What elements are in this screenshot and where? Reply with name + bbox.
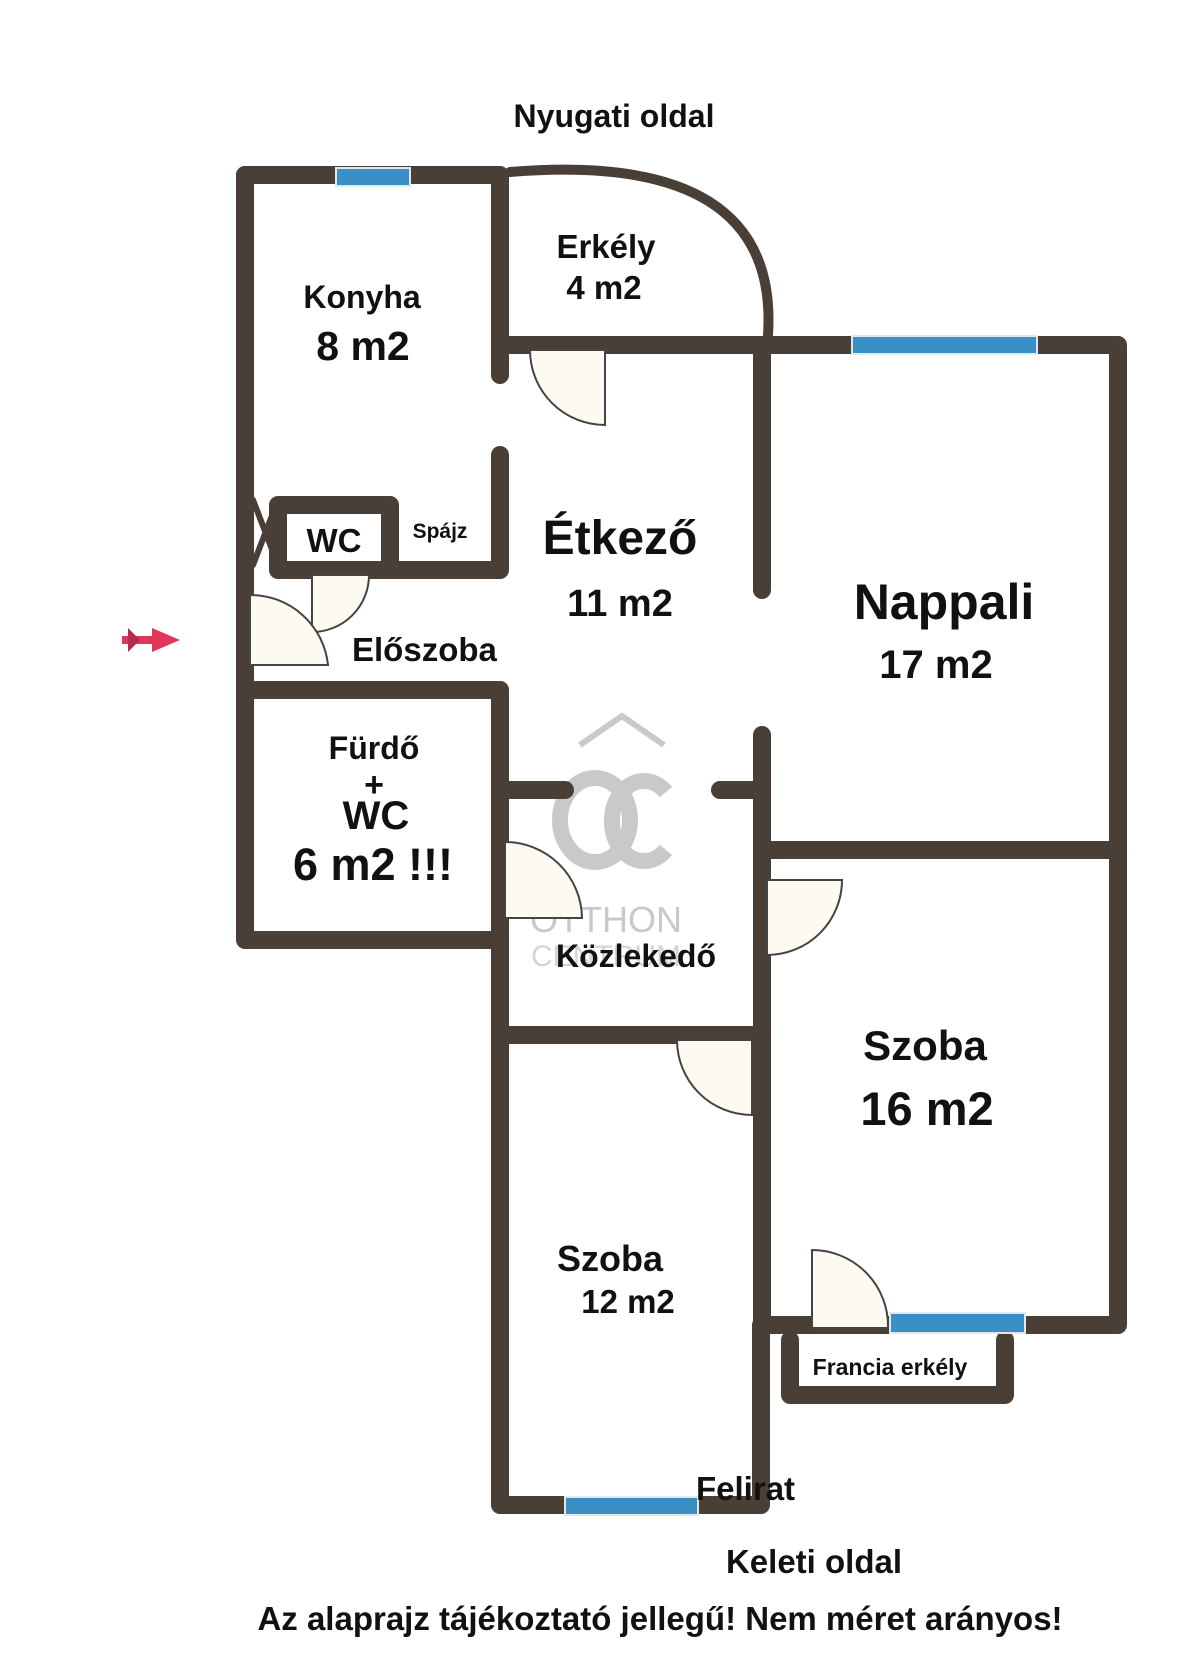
watermark-logo <box>552 712 673 870</box>
room-furdo-area: 6 m2 !!! <box>292 839 454 890</box>
room-nappali-name: Nappali <box>853 574 1035 630</box>
disclaimer-text: Az alaprajz tájékoztató jellegű! Nem mér… <box>257 1600 1063 1637</box>
room-eloszoba-name: Előszoba <box>352 631 497 668</box>
room-wc-name: WC <box>306 522 362 559</box>
window-konyha <box>335 167 411 187</box>
label-keleti-oldal: Keleti oldal <box>725 1543 903 1580</box>
room-spajz-name: Spájz <box>412 520 468 543</box>
room-konyha-area: 8 m2 <box>316 323 410 369</box>
room-furdo-plus: + <box>364 766 384 804</box>
room-kozlekedo-name: Közlekedő <box>555 938 717 974</box>
door-erkely <box>528 349 606 427</box>
room-szoba-nagy-area: 16 m2 <box>860 1082 994 1135</box>
label-nyugati-oldal: Nyugati oldal <box>513 98 715 134</box>
room-etkezo-name: Étkező <box>542 512 698 565</box>
door-wc <box>311 574 371 634</box>
entrance-arrow-icon <box>122 628 180 652</box>
window-nappali <box>851 335 1038 355</box>
window-szoba-kicsi <box>564 1496 699 1516</box>
room-szoba-kicsi-area: 12 m2 <box>581 1283 675 1320</box>
room-furdo-name: Fürdő <box>328 730 420 766</box>
room-erkely-name: Erkély <box>556 228 656 265</box>
door-szoba-kicsi <box>675 1039 753 1117</box>
door-szoba-nagy <box>766 879 844 957</box>
door-entrance <box>249 593 330 666</box>
room-szoba-kicsi-name: Szoba <box>556 1238 664 1279</box>
window-szoba-nagy <box>889 1312 1026 1334</box>
room-konyha-name: Konyha <box>303 279 421 315</box>
door-francia-erkely <box>811 1248 890 1329</box>
room-furdo-wc: WC <box>342 794 410 838</box>
doors <box>249 349 890 1329</box>
label-felirat: Felirat <box>696 1470 796 1507</box>
door-furdo <box>504 840 584 919</box>
windows <box>335 167 1038 1516</box>
room-erkely-area: 4 m2 <box>566 269 642 306</box>
room-francia-erkely-name: Francia erkély <box>812 1354 968 1380</box>
room-nappali-area: 17 m2 <box>879 643 993 687</box>
watermark-centrum: CENTRUM <box>531 940 681 973</box>
room-etkezo-area: 11 m2 <box>567 583 673 625</box>
room-szoba-nagy-name: Szoba <box>863 1022 987 1069</box>
walls <box>236 164 1127 1514</box>
